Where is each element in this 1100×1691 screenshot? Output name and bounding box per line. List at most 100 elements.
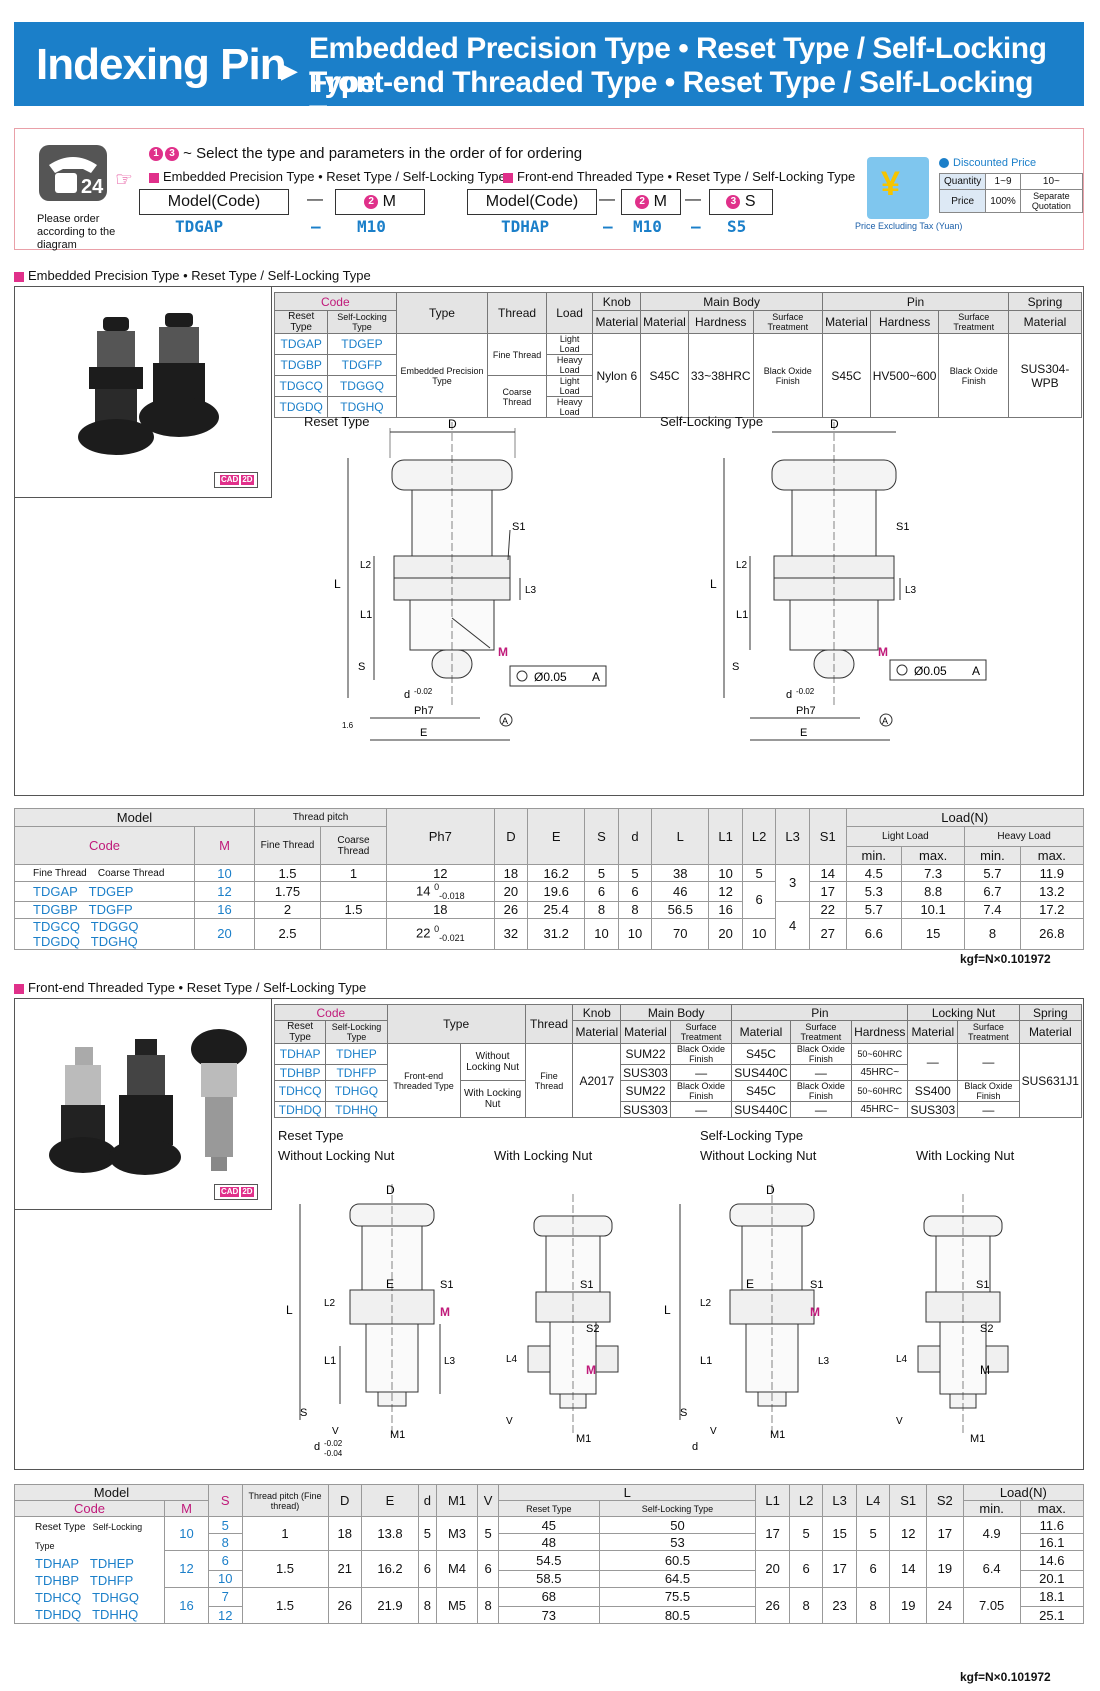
th-L-reset: Reset Type [498,1500,600,1517]
th-material: Material [572,1020,622,1044]
nut-material: SUS303 [907,1101,959,1118]
dim-S1: S1 [976,1279,989,1291]
datum-A: A [882,716,888,726]
discount-title: Discounted Price [939,157,1036,169]
th-thread-pitch: Thread pitch [254,808,387,827]
pin-material: SUS440C [731,1101,791,1118]
cell-heavy-max: 11.9 [1019,864,1085,882]
th-p: Ph7 [386,808,495,865]
pin-hardness: 50~60HRC [851,1080,909,1102]
section2-title: Front-end Threaded Type • Reset Type / S… [14,980,366,995]
cell-min: 6.4 [962,1550,1021,1588]
code-cell: TDHDQ [273,1101,327,1118]
th-L3: L3 [822,1484,857,1517]
th-max: max. [1019,846,1085,865]
cell-p: 12 [386,864,495,882]
cell-L3: 3 [775,864,810,902]
cell-light-max: 10.1 [900,900,966,919]
cell-fine: 1.75 [254,881,321,902]
code-cell: TDGGQ [327,375,397,397]
dim-S2: S2 [980,1323,993,1335]
dim-M: M [440,1305,450,1319]
dim-L2: L2 [324,1298,336,1309]
th-hardness: Hardness [869,310,940,334]
body-material: SUM22 [620,1043,671,1065]
cell-fine: 1.5 [254,864,321,882]
conversion-note-2: kgf=N×0.101972 [960,1670,1051,1684]
dim-L3: L3 [444,1356,456,1367]
cell-M1: M3 [435,1516,479,1551]
reset-type-drawing: D L L2 L1 L3 S1 M S d -0.02 Ph7 E 1.6 A … [334,418,607,741]
cell-light-max: 7.3 [900,864,966,882]
cell-max: 25.1 [1019,1606,1085,1624]
dim-L1: L1 [360,609,372,621]
th-max: max. [900,846,966,865]
cell-L: 56.5 [651,900,710,919]
cell-E: 16.2 [527,864,586,882]
threaded-pin-photo-image [49,1029,247,1175]
spring-material: SUS631J1 [1018,1043,1083,1118]
cell-heavy-max: 17.2 [1019,900,1085,919]
dim-V: V [896,1416,903,1427]
price-label: Price [938,189,987,213]
cell-E: 13.8 [361,1516,419,1551]
cell-S2: 17 [926,1516,964,1551]
th-L2: L2 [788,1484,824,1517]
cell-S2: 24 [926,1586,964,1624]
cell-heavy-min: 7.4 [964,900,1021,919]
cell-p: 14 0-0.018 [386,881,495,902]
body-surface: Black Oxide Finish [752,333,824,418]
th-L1: L1 [708,808,743,865]
tolerance-value: Ø0.05 [914,664,947,678]
code-row: TDGBP TDGFP [14,900,195,919]
s2-without-nut-2: Without Locking Nut [700,1148,817,1163]
cell-fine: 2.5 [254,917,321,950]
cell-pitch: 1 [241,1516,329,1551]
cell-light-max: 8.8 [900,881,966,902]
price-v2: Separate Quotation [1019,189,1084,213]
s2-with-nut-1: With Locking Nut [494,1148,593,1163]
cell-L: 46 [651,881,710,902]
cell-L1: 12 [708,881,743,902]
cell-max: 14.6 [1019,1550,1085,1571]
conversion-note-1: kgf=N×0.101972 [960,952,1051,966]
cell-L-reset: 54.5 [498,1550,600,1571]
section1-title: Embedded Precision Type • Reset Type / S… [14,268,371,283]
th-hardness: Hardness [851,1020,909,1044]
dim-S1: S1 [810,1279,823,1291]
th-material: Material [822,310,871,334]
cell-max: 20.1 [1019,1569,1085,1588]
cell-L2: 10 [741,917,777,950]
th-code: Code [14,826,195,865]
dim-M: M [980,1363,990,1377]
code-cell: TDHGQ [325,1080,388,1102]
dim-M: M [810,1305,820,1319]
dim-E: E [746,1277,754,1291]
cell-coarse: 1.5 [320,900,387,919]
th-selflock: Self-Locking Type [325,1020,388,1044]
cell-L3: 15 [822,1516,857,1551]
nut-material: SS400 [907,1080,959,1102]
cell-m: 12 [164,1550,209,1588]
th-body: Main Body [640,292,824,311]
dim-L2: L2 [736,560,748,571]
cell-s: 12 [208,1606,243,1624]
cell-L1: 16 [708,900,743,919]
dash: — [311,217,321,236]
cell-d: 10 [617,917,653,950]
dim-D: D [386,1183,395,1197]
nut-variant: Without Locking Nut [459,1043,526,1081]
cell-S1: 14 [808,864,847,882]
body-surface: — [669,1101,733,1118]
th-V: V [477,1484,500,1517]
example-m-2: M10 [633,217,662,236]
tolerance-datum: A [592,670,600,684]
code-cell: TDGEP [327,333,397,355]
s2-self-title: Self-Locking Type [700,1128,804,1143]
body-surface: Black Oxide Finish [669,1080,733,1102]
dim-S1: S1 [440,1279,453,1291]
cell-s: 7 [208,1586,243,1607]
dim-E: E [800,727,807,739]
